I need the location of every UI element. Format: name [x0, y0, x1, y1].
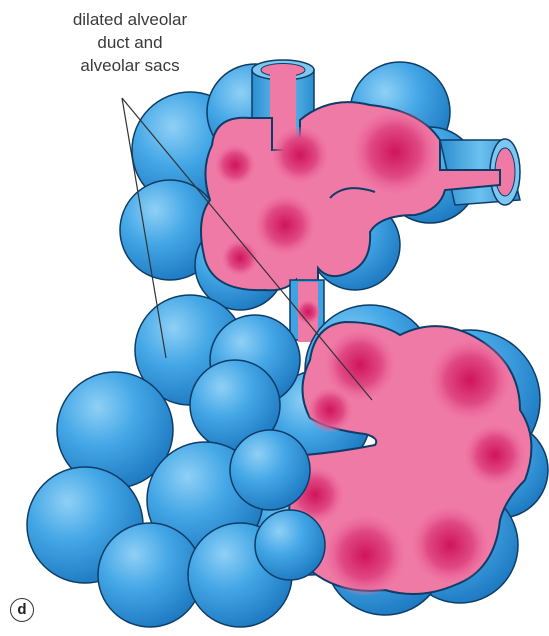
intact-alveolar-sacs-cluster: [27, 295, 325, 627]
label-line-1: dilated alveolar: [20, 10, 240, 30]
panel-letter-badge: d: [10, 598, 34, 622]
label-line-2: duct and: [20, 33, 240, 53]
label-line-3: alveolar sacs: [20, 56, 240, 76]
